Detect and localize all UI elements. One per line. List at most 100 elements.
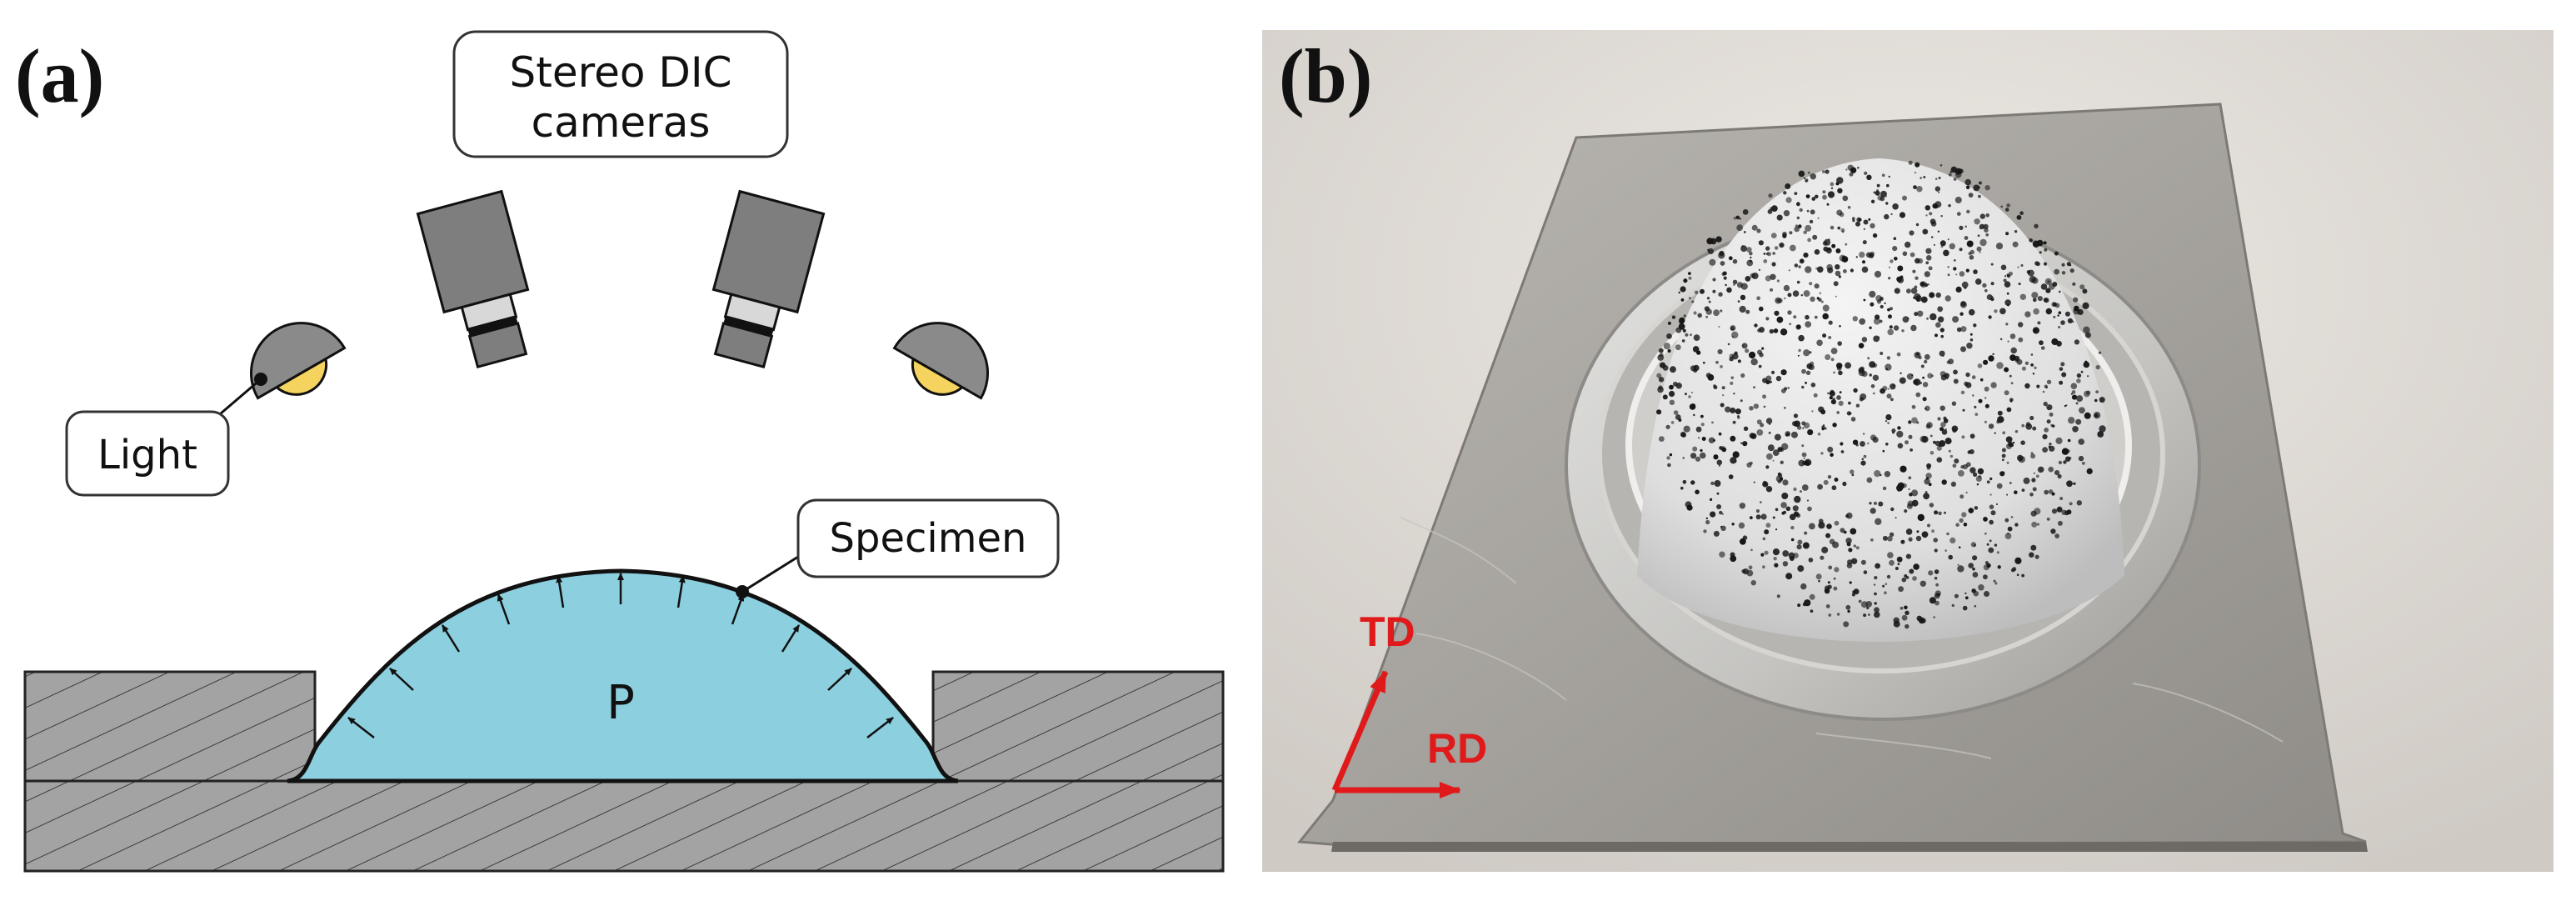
speckle-dot	[1928, 570, 1934, 576]
speckle-dot	[1741, 569, 1746, 573]
speckle-dot	[1721, 386, 1725, 390]
speckle-dot	[1835, 295, 1837, 298]
speckle-dot	[2044, 384, 2048, 388]
speckle-dot	[1763, 405, 1766, 408]
speckle-dot	[1867, 442, 1870, 445]
speckle-dot	[1782, 479, 1789, 486]
speckle-dot	[1904, 605, 1908, 610]
speckle-dot	[1882, 449, 1885, 453]
speckle-dot	[1805, 224, 1812, 232]
speckle-dot	[2020, 264, 2024, 267]
speckle-dot	[1922, 397, 1927, 402]
speckle-dot	[1809, 351, 1812, 354]
speckle-dot	[1806, 363, 1813, 369]
speckle-dot	[1730, 457, 1737, 464]
speckle-dot	[1754, 323, 1758, 328]
speckle-dot	[2054, 268, 2060, 275]
speckle-dot	[1807, 238, 1812, 243]
speckle-dot	[1954, 197, 1962, 203]
speckle-dot	[1741, 343, 1748, 349]
speckle-dot	[1990, 510, 1996, 516]
speckle-dot	[2055, 437, 2063, 445]
speckle-dot	[2066, 480, 2073, 488]
speckle-dot	[1875, 563, 1881, 569]
speckle-dot	[1838, 370, 1843, 376]
speckle-dot	[1918, 355, 1922, 360]
speckle-dot	[1863, 570, 1868, 574]
speckle-dot	[1933, 538, 1938, 543]
speckle-dot	[2099, 397, 2105, 403]
speckle-dot	[2084, 332, 2091, 338]
speckle-dot	[1861, 337, 1868, 343]
speckle-dot	[1863, 219, 1869, 225]
speckle-dot	[1984, 185, 1990, 191]
speckle-dot	[1843, 530, 1847, 534]
speckle-dot	[1969, 467, 1976, 473]
speckle-dot	[1863, 298, 1866, 302]
speckle-dot	[1756, 419, 1762, 425]
speckle-dot	[2005, 323, 2009, 326]
speckle-dot	[2009, 400, 2013, 403]
speckle-dot	[1761, 347, 1765, 350]
speckle-dot	[1934, 576, 1938, 580]
speckle-dot	[1817, 483, 1824, 490]
speckle-dot	[1768, 431, 1771, 434]
speckle-dot	[1972, 572, 1979, 578]
speckle-dot	[1836, 411, 1840, 414]
speckle-dot	[1930, 313, 1937, 321]
speckle-dot	[1935, 583, 1939, 587]
speckle-dot	[2024, 311, 2031, 318]
speckle-dot	[1826, 203, 1830, 206]
speckle-dot	[1974, 218, 1980, 225]
speckle-dot	[1705, 315, 1709, 318]
speckle-dot	[1763, 259, 1768, 263]
speckle-dot	[1688, 395, 1691, 398]
speckle-dot	[1885, 195, 1887, 198]
speckle-dot	[1749, 251, 1753, 256]
speckle-dot	[2069, 502, 2073, 506]
speckle-dot	[2046, 518, 2050, 521]
speckle-dot	[1765, 375, 1772, 382]
speckle-dot	[1759, 306, 1764, 312]
speckle-dot	[1701, 437, 1706, 441]
speckle-dot	[2047, 280, 2050, 283]
speckle-dot	[1944, 511, 1946, 514]
speckle-dot	[1805, 370, 1811, 375]
speckle-dot	[1656, 373, 1662, 378]
speckle-dot	[1884, 213, 1890, 220]
speckle-dot	[2059, 367, 2064, 372]
speckle-dot	[1956, 212, 1961, 216]
speckle-dot	[1925, 261, 1930, 265]
speckle-dot	[2018, 322, 2024, 328]
speckle-dot	[1692, 446, 1698, 452]
speckle-dot	[1947, 238, 1949, 241]
speckle-dot	[1710, 511, 1716, 518]
speckle-dot	[1830, 348, 1838, 354]
speckle-dot	[1986, 480, 1990, 484]
speckle-dot	[1829, 396, 1833, 400]
speckle-dot	[1917, 310, 1924, 317]
speckle-dot	[1822, 170, 1825, 173]
speckle-dot	[1847, 609, 1850, 613]
speckle-dot	[1887, 422, 1890, 424]
speckle-dot	[1797, 425, 1802, 430]
speckle-dot	[1776, 279, 1780, 283]
speckle-dot	[1890, 383, 1896, 390]
speckle-dot	[1852, 316, 1858, 322]
speckle-dot	[1859, 397, 1864, 402]
speckle-dot	[1961, 281, 1969, 288]
speckle-dot	[2071, 390, 2076, 394]
speckle-dot	[1927, 283, 1930, 286]
speckle-dot	[1775, 508, 1779, 512]
speckle-dot	[1836, 366, 1842, 371]
speckle-dot	[1797, 565, 1805, 573]
speckle-dot	[2014, 523, 2019, 527]
speckle-dot	[1893, 237, 1897, 241]
speckle-dot	[1835, 248, 1841, 253]
speckle-dot	[1779, 243, 1785, 248]
speckle-dot	[1693, 413, 1695, 417]
speckle-dot	[1988, 355, 1994, 362]
speckle-dot	[1908, 476, 1912, 480]
speckle-dot	[1800, 294, 1803, 297]
speckle-dot	[1839, 212, 1845, 218]
